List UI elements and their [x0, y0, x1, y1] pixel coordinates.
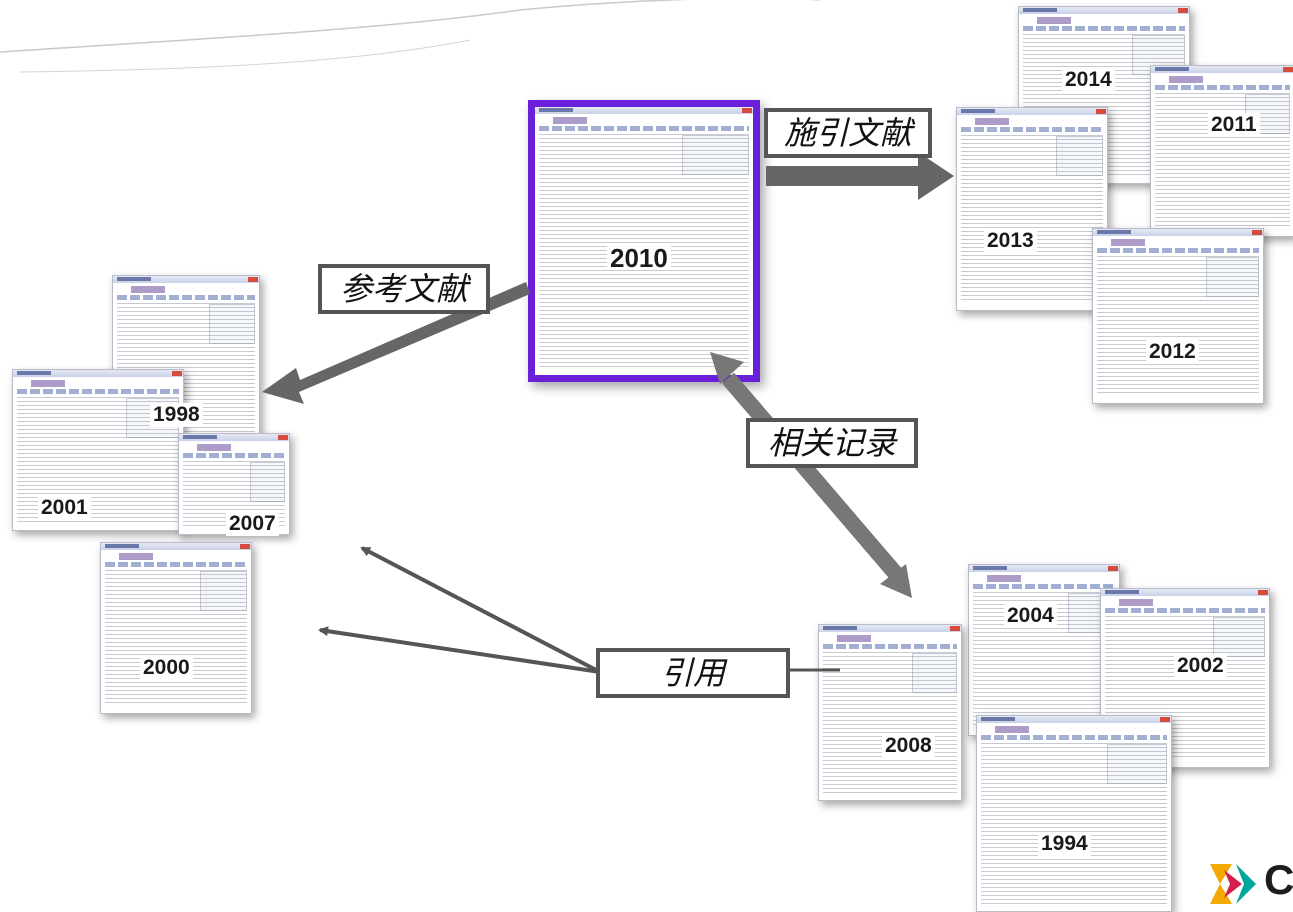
year-label-2004: 2004 [1004, 604, 1057, 628]
year-label-2012: 2012 [1146, 340, 1199, 364]
record-card-2008[interactable] [818, 624, 962, 801]
year-label-2013: 2013 [984, 229, 1037, 253]
cited-arrow-1 [360, 546, 601, 674]
year-label-2002: 2002 [1174, 654, 1227, 678]
brand-logo-icon [1210, 864, 1256, 904]
record-card-2000[interactable] [100, 542, 252, 714]
citing-arrow [766, 152, 954, 200]
record-card-2012[interactable] [1092, 228, 1264, 404]
label-references: 参考文献 [318, 264, 490, 314]
brand-logo-letter: C [1264, 856, 1293, 903]
record-card-2004[interactable] [968, 564, 1120, 736]
year-label-2001: 2001 [38, 496, 91, 520]
year-label-2011: 2011 [1208, 113, 1260, 137]
year-label-1998: 1998 [150, 403, 203, 427]
label-citing: 施引文献 [764, 108, 932, 158]
year-label-2000: 2000 [140, 656, 193, 680]
record-card-1994[interactable] [976, 715, 1172, 912]
cited-arrow-2 [318, 626, 601, 674]
label-cited: 引用 [596, 648, 790, 698]
related-arrow [710, 352, 912, 598]
label-related: 相关记录 [746, 418, 918, 468]
year-label-center: 2010 [607, 245, 671, 271]
year-label-2008: 2008 [882, 734, 935, 758]
year-label-2014: 2014 [1062, 68, 1115, 92]
record-card-2013[interactable] [956, 107, 1108, 311]
year-label-2007: 2007 [226, 512, 279, 536]
record-card-2011[interactable] [1150, 65, 1293, 237]
year-label-1994: 1994 [1038, 832, 1091, 856]
